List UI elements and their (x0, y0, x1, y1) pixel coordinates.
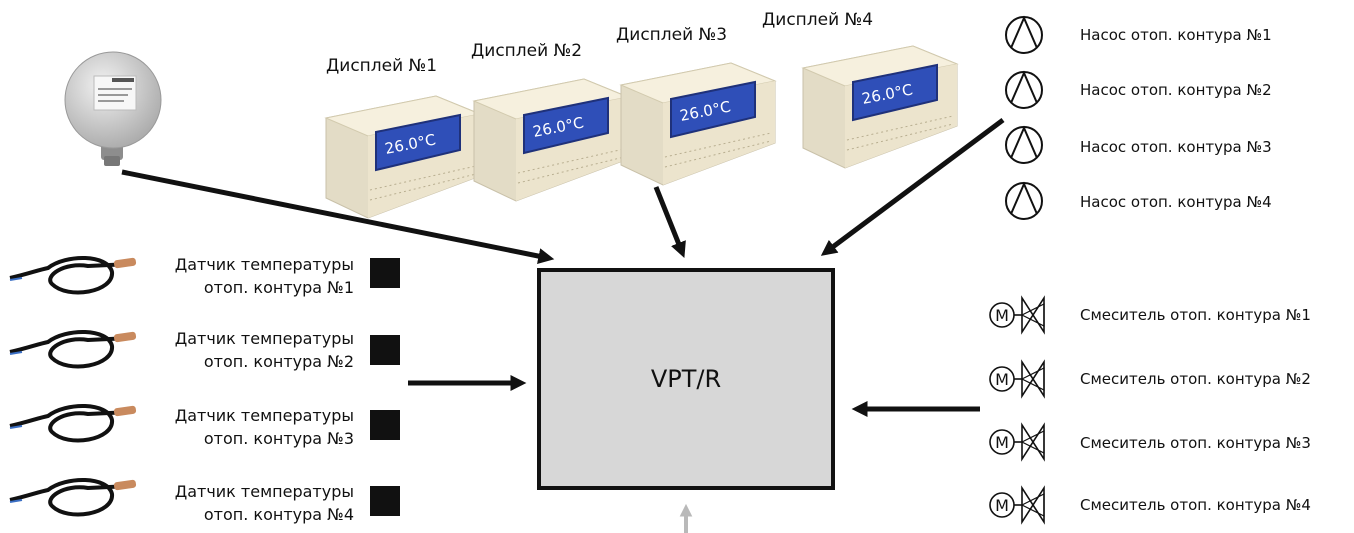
display-label: Дисплей №2 (471, 41, 583, 61)
mixer-label: Смеситель отоп. контура №3 (1080, 434, 1311, 452)
svg-text:M: M (995, 306, 1009, 325)
display-device-icon: 26.0°C (324, 95, 482, 219)
arrow-from-displays (653, 186, 686, 258)
arrow-from-pumps (820, 117, 1005, 256)
pump-label: Насос отоп. контура №2 (1080, 81, 1272, 99)
pump-icon (1005, 181, 1043, 220)
svg-text:M: M (995, 496, 1009, 515)
display-label: Дисплей №4 (762, 10, 874, 30)
mixer-label: Смеситель отоп. контура №1 (1080, 306, 1311, 324)
sensor-terminal-square (370, 335, 400, 365)
arrow-from-outdoor-sensor (121, 169, 555, 264)
sensor-label: Датчик температуры отоп. контура №1 (175, 253, 354, 299)
controller-label: VPT/R (650, 365, 722, 393)
pump-label: Насос отоп. контура №1 (1080, 26, 1272, 44)
cable-sensor-icon (9, 404, 137, 443)
sensor-label-line1: Датчик температуры (174, 255, 354, 274)
mixing-valve-icon: M (989, 295, 1045, 335)
sensor-label-line2: отоп. контура №1 (203, 278, 354, 297)
cable-sensor-icon (9, 256, 137, 295)
sensor-label: Датчик температуры отоп. контура №2 (175, 327, 354, 373)
sensor-terminal-square (370, 258, 400, 288)
display-device-icon: 26.0°C (801, 45, 959, 169)
display-label: Дисплей №1 (326, 56, 438, 76)
mixer-label: Смеситель отоп. контура №4 (1080, 496, 1311, 514)
sensor-label-line2: отоп. контура №3 (203, 429, 354, 448)
display-label: Дисплей №3 (616, 25, 728, 45)
sensor-terminal-square (370, 486, 400, 516)
pump-icon (1005, 125, 1043, 164)
sensor-label-line2: отоп. контура №4 (203, 505, 354, 524)
svg-text:M: M (995, 370, 1009, 389)
svg-text:M: M (995, 433, 1009, 452)
display-device-icon: 26.0°C (619, 62, 777, 186)
cable-sensor-icon (9, 478, 137, 517)
sensor-label-line1: Датчик температуры (174, 406, 354, 425)
mixing-valve-icon: M (989, 359, 1045, 399)
pump-label: Насос отоп. контура №3 (1080, 138, 1272, 156)
mixer-label: Смеситель отоп. контура №2 (1080, 370, 1311, 388)
sensor-label-line2: отоп. контура №2 (203, 352, 354, 371)
mixing-valve-icon: M (989, 485, 1045, 525)
pump-label: Насос отоп. контура №4 (1080, 193, 1272, 211)
mixing-valve-icon: M (989, 422, 1045, 462)
pump-icon (1005, 15, 1043, 54)
sensor-label-line1: Датчик температуры (174, 482, 354, 501)
outdoor-sensor-image (64, 51, 162, 166)
pump-icon (1005, 70, 1043, 109)
cable-sensor-icon (9, 330, 137, 369)
sensor-label: Датчик температуры отоп. контура №4 (175, 480, 354, 526)
sensor-terminal-square (370, 410, 400, 440)
display-device-icon: 26.0°C (472, 78, 630, 202)
sensor-label: Датчик температуры отоп. контура №3 (175, 404, 354, 450)
controller-box: VPT/R (537, 268, 835, 490)
sensor-label-line1: Датчик температуры (174, 329, 354, 348)
